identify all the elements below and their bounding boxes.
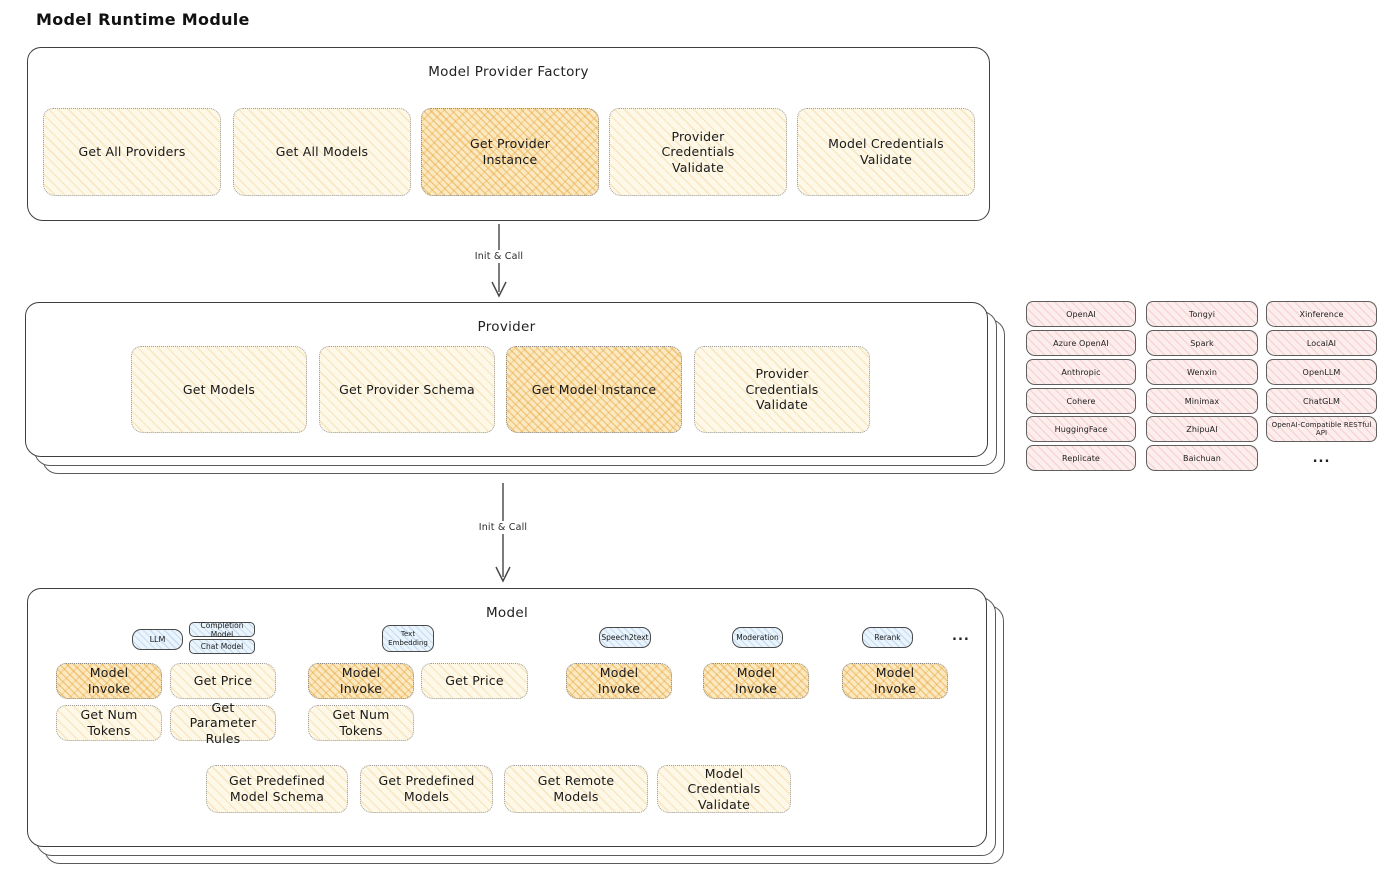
node-speech2text-model-invoke: Model Invoke	[566, 663, 672, 699]
init-call-label-1: Init & Call	[455, 250, 543, 263]
tag-chat-model: Chat Model	[189, 639, 255, 654]
node-llm-get-num-tokens: Get Num Tokens	[56, 705, 162, 741]
node-model-credentials-validate: Model Credentials Validate	[797, 108, 975, 196]
provider-chip-wenxin: Wenxin	[1146, 359, 1258, 385]
node-get-all-models: Get All Models	[233, 108, 411, 196]
provider-chip-replicate: Replicate	[1026, 445, 1136, 471]
node-get-model-instance: Get Model Instance	[506, 346, 682, 433]
node-llm-get-price: Get Price	[170, 663, 276, 699]
provider-chip-minimax: Minimax	[1146, 388, 1258, 414]
provider-chip-openllm: OpenLLM	[1266, 359, 1377, 385]
init-call-arrow-2	[495, 483, 511, 583]
node-provider-credentials-validate-2: Provider Credentials Validate	[694, 346, 870, 433]
model-panel-title: Model	[485, 605, 529, 621]
providers-grid: OpenAI Tongyi Xinference Azure OpenAI Sp…	[1026, 301, 1378, 471]
node-get-provider-schema: Get Provider Schema	[319, 346, 495, 433]
provider-chip-cohere: Cohere	[1026, 388, 1136, 414]
provider-chip-localai: LocalAI	[1266, 330, 1377, 356]
tag-rerank: Rerank	[862, 627, 913, 648]
provider-chip-azure-openai: Azure OpenAI	[1026, 330, 1136, 356]
provider-panel-title: Provider	[477, 319, 536, 335]
node-get-models: Get Models	[131, 346, 307, 433]
provider-chip-huggingface: HuggingFace	[1026, 416, 1136, 442]
tag-moderation: Moderation	[732, 627, 783, 648]
node-provider-credentials-validate: Provider Credentials Validate	[609, 108, 787, 196]
provider-panel: Provider Get Models Get Provider Schema …	[25, 302, 988, 457]
node-get-provider-instance: Get Provider Instance	[421, 108, 599, 196]
provider-chip-openai-compatible-restful-api: OpenAI-Compatible RESTful API	[1266, 416, 1377, 442]
node-llm-get-parameter-rules: Get Parameter Rules	[170, 700, 276, 746]
node-embedding-get-price: Get Price	[421, 663, 528, 699]
node-get-predefined-model-schema: Get Predefined Model Schema	[206, 765, 348, 813]
tag-completion-model: Completion Model	[189, 621, 255, 639]
provider-chip-baichuan: Baichuan	[1146, 445, 1258, 471]
factory-panel-title: Model Provider Factory	[428, 64, 589, 80]
page-title: Model Runtime Module	[36, 10, 250, 29]
providers-ellipsis: ...	[1312, 450, 1331, 466]
node-get-predefined-models: Get Predefined Models	[360, 765, 493, 813]
tag-text-embedding: Text Embedding	[382, 625, 434, 652]
node-moderation-model-invoke: Model Invoke	[703, 663, 809, 699]
provider-chip-anthropic: Anthropic	[1026, 359, 1136, 385]
provider-chip-xinference: Xinference	[1266, 301, 1377, 327]
tag-speech2text: Speech2text	[599, 627, 651, 648]
provider-chip-openai: OpenAI	[1026, 301, 1136, 327]
tag-llm: LLM	[132, 629, 183, 650]
node-get-remote-models: Get Remote Models	[504, 765, 648, 813]
provider-chip-tongyi: Tongyi	[1146, 301, 1258, 327]
provider-chip-zhipuai: ZhipuAI	[1146, 416, 1258, 442]
node-embedding-get-num-tokens: Get Num Tokens	[308, 705, 414, 741]
model-panel: Model LLM Completion Model Chat Model Te…	[27, 588, 987, 847]
provider-chip-spark: Spark	[1146, 330, 1258, 356]
tags-ellipsis: ...	[952, 629, 970, 644]
init-call-label-2: Init & Call	[459, 521, 547, 534]
node-rerank-model-invoke: Model Invoke	[842, 663, 948, 699]
node-model-credentials-validate-2: Model Credentials Validate	[657, 765, 791, 813]
node-llm-model-invoke: Model Invoke	[56, 663, 162, 699]
factory-panel: Model Provider Factory Get All Providers…	[27, 47, 990, 221]
node-embedding-model-invoke: Model Invoke	[308, 663, 414, 699]
node-get-all-providers: Get All Providers	[43, 108, 221, 196]
provider-chip-chatglm: ChatGLM	[1266, 388, 1377, 414]
